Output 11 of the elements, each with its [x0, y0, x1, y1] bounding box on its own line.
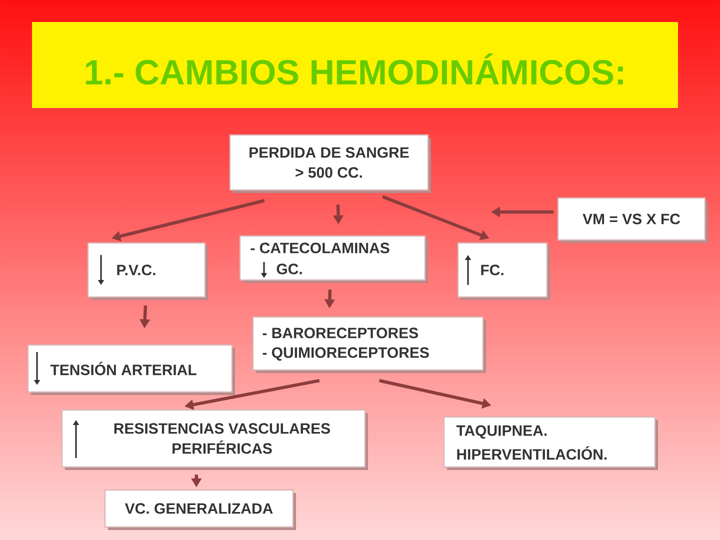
- text-box: FC.: [457, 242, 550, 300]
- text-box: VM = VS X FC: [557, 197, 708, 243]
- text-box: - BARORECEPTORES - QUIMIORECEPTORES: [252, 316, 486, 373]
- text-box: P.V.C.: [87, 242, 208, 300]
- text-box: PERDIDA DE SANGRE > 500 CC.: [229, 134, 431, 193]
- title-banner: 1.- CAMBIOS HEMODINÁMICOS:: [32, 22, 678, 108]
- text-box: VC. GENERALIZADA: [104, 489, 296, 530]
- text-box: RESISTENCIAS VASCULARES PERIFÉRICAS: [61, 409, 368, 470]
- text-box: TAQUIPNEA. HIPERVENTILACIÓN.: [443, 416, 658, 470]
- text-box: TENSIÓN ARTERIAL: [27, 344, 235, 395]
- text-box: - CATECOLAMINAS GC.: [239, 235, 428, 283]
